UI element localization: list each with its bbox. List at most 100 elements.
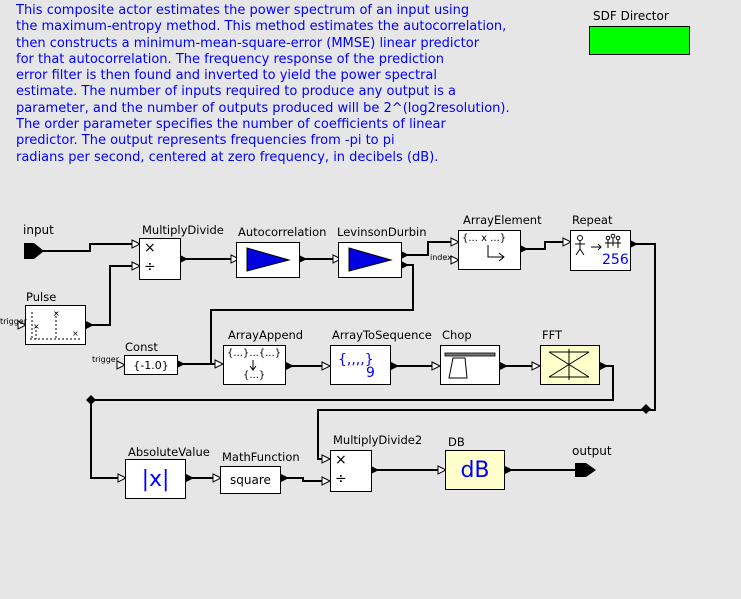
chop-label: Chop	[442, 328, 472, 342]
levinsondurbin-label: LevinsonDurbin	[337, 225, 427, 239]
port-triangle	[214, 359, 225, 369]
port-triangle	[281, 474, 289, 482]
relation-diamond	[641, 404, 651, 414]
port-triangle	[600, 362, 608, 370]
output-port-icon	[575, 463, 596, 477]
arraytosequence-actor[interactable]: {,,,,} 9	[330, 345, 391, 385]
arrayelement-label: ArrayElement	[463, 213, 542, 227]
input-port-label: input	[23, 223, 54, 237]
svg-text:×: ×	[72, 329, 79, 338]
autocorrelation-label: Autocorrelation	[238, 225, 327, 239]
sdf-director[interactable]	[589, 26, 690, 55]
port-triangle	[450, 255, 461, 265]
port-triangle	[186, 474, 194, 482]
multiplydivide2-label: MultiplyDivide2	[333, 433, 423, 447]
pulse-label: Pulse	[26, 290, 57, 304]
arrayelement-icon-text: {... x ...}	[462, 233, 507, 244]
port-triangle	[500, 362, 508, 370]
port-triangle	[401, 261, 409, 269]
const-trigger-label: trigger	[92, 355, 120, 364]
wire-input-multiplydivide	[42, 243, 134, 252]
port-triangle	[177, 360, 185, 368]
wire-arrayelement-repeat	[521, 241, 566, 250]
port-triangle	[321, 361, 332, 371]
port-triangle	[630, 240, 638, 248]
const-label: Const	[125, 340, 158, 354]
port-triangle	[531, 361, 542, 371]
port-triangle	[505, 466, 513, 474]
db-label: DB	[448, 435, 465, 449]
fft-label: FFT	[542, 328, 563, 342]
arraytosequence-count: 9	[366, 365, 375, 381]
times-icon: ×	[144, 240, 156, 256]
levinsondurbin-actor[interactable]	[338, 242, 402, 278]
svg-text:×: ×	[53, 309, 60, 318]
port-triangle	[230, 254, 241, 264]
port-triangle	[117, 473, 128, 483]
arrayappend-actor[interactable]: {...}...{...} {...}	[223, 345, 286, 385]
filter-triangle-icon	[246, 247, 291, 272]
port-triangle	[131, 239, 142, 249]
port-triangle	[321, 454, 332, 464]
absolutevalue-actor[interactable]: |x|	[125, 459, 186, 499]
port-triangle	[212, 473, 223, 483]
port-triangle	[401, 251, 409, 259]
index-port-label: index	[430, 253, 452, 262]
port-triangle	[562, 237, 573, 247]
fft-butterfly-icon	[548, 349, 590, 380]
filter-triangle-icon	[348, 247, 393, 272]
port-triangle	[437, 465, 448, 475]
autocorrelation-actor[interactable]	[236, 242, 300, 278]
arrayappend-icon-bottom: {...}	[243, 370, 266, 381]
multiplydivide2-actor[interactable]: × ÷	[330, 450, 372, 492]
fft-actor[interactable]	[540, 345, 600, 385]
divide-icon: ÷	[335, 471, 347, 487]
port-triangle	[17, 320, 28, 330]
db-actor[interactable]: dB	[445, 450, 505, 490]
port-triangle	[520, 245, 528, 253]
wire-fft-absolutevalue	[90, 365, 614, 479]
times-icon: ×	[335, 452, 347, 468]
repeat-count: 256	[602, 252, 629, 268]
chop-icon	[444, 352, 496, 379]
port-triangle	[116, 360, 127, 370]
arrayappend-label: ArrayAppend	[228, 328, 304, 342]
multiplydivide-label: MultiplyDivide	[142, 223, 224, 237]
svg-text:×: ×	[33, 322, 40, 331]
wire-repeat-multiplydivide2	[317, 243, 656, 460]
pulse-plot-icon: × × ×	[30, 309, 80, 340]
arraytosequence-label: ArrayToSequence	[332, 328, 432, 342]
port-triangle	[180, 255, 188, 263]
multiplydivide-actor[interactable]: × ÷	[139, 238, 181, 280]
port-triangle	[321, 476, 332, 486]
mathfunction-actor[interactable]: square	[220, 466, 281, 494]
chop-actor[interactable]	[440, 345, 500, 385]
arrayappend-icon-top: {...}...{...}	[227, 348, 282, 359]
port-triangle	[371, 466, 379, 474]
pulse-actor[interactable]: × × ×	[25, 305, 86, 345]
port-triangle	[86, 321, 94, 329]
director-label: SDF Director	[593, 9, 669, 23]
divide-icon: ÷	[144, 259, 156, 275]
port-triangle	[332, 254, 343, 264]
relation-diamond	[86, 395, 96, 405]
output-port-label: output	[572, 444, 612, 458]
const-actor[interactable]: {-1.0}	[124, 355, 178, 375]
arrayelement-actor[interactable]: {... x ...}	[458, 230, 521, 270]
pulse-trigger-label: trigger	[0, 317, 28, 326]
arraytosequence-icon-text: {,,,,}	[338, 352, 374, 368]
input-port-icon	[24, 243, 44, 259]
wire-levinson-arrayelement	[402, 241, 454, 256]
absolutevalue-label: AbsoluteValue	[128, 445, 210, 459]
port-triangle	[391, 362, 399, 370]
repeat-actor[interactable]: 256	[570, 230, 631, 271]
port-triangle	[450, 237, 461, 247]
repeat-label: Repeat	[572, 213, 613, 227]
mathfunction-label: MathFunction	[222, 450, 300, 464]
port-triangle	[131, 261, 142, 271]
model-description: This composite actor estimates the power…	[16, 3, 510, 165]
port-triangle	[431, 361, 442, 371]
port-triangle	[286, 362, 294, 370]
down-arrow-icon	[249, 360, 257, 371]
